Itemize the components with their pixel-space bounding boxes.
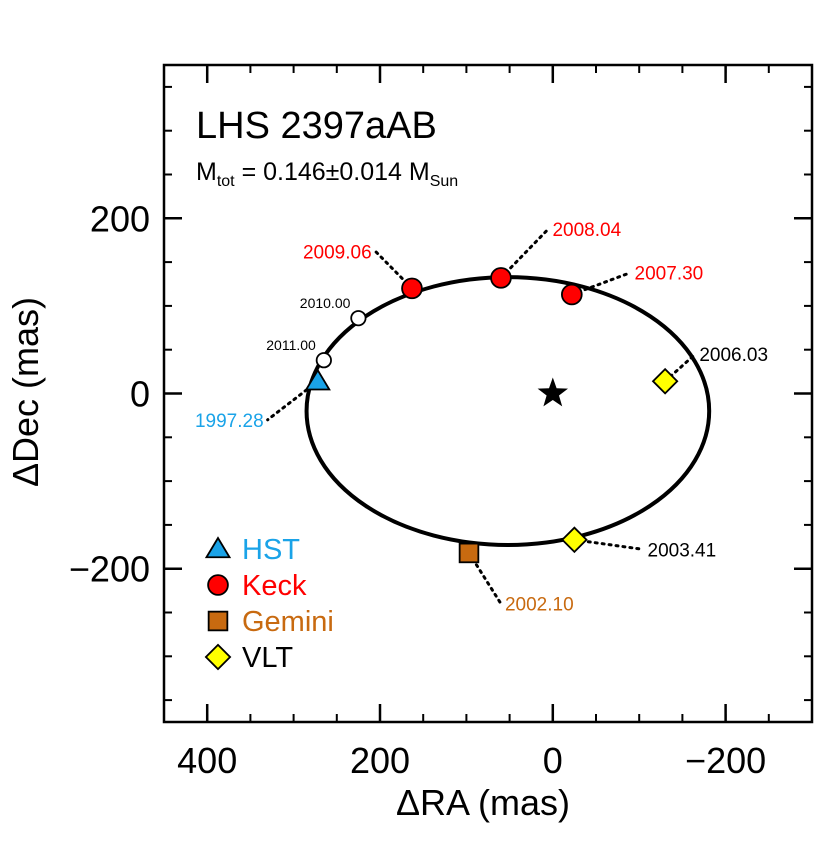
orbit-ellipse <box>304 275 712 547</box>
orbit-layer <box>304 275 712 547</box>
legend-label: Keck <box>242 570 307 602</box>
data-label: 2011.00 <box>266 337 316 353</box>
data-point <box>490 267 512 289</box>
axes-layer: 400 200 0 −200 200 0 −200 <box>69 63 814 781</box>
marks-layer: 1997.28 2002.10 2003.41 2006.03 2007.30 2008.… <box>195 220 768 616</box>
data-point <box>401 277 423 300</box>
subtitle-m: M <box>196 158 217 186</box>
data-label: 2008.04 <box>552 220 621 241</box>
subtitle-eq: = 0.146±0.014 M <box>235 158 430 186</box>
chart-subtitle: Mtot = 0.146±0.014 MSun <box>196 158 458 190</box>
chart-title: LHS 2397aAB <box>196 105 437 147</box>
data-label: 2002.10 <box>505 595 574 616</box>
x-axis-label: ΔRA (mas) <box>396 782 570 823</box>
legend-marker <box>207 574 229 596</box>
legend-marker <box>207 610 229 632</box>
leader-line <box>499 227 550 280</box>
y-tick-label: −200 <box>69 549 150 590</box>
data-point <box>350 310 367 327</box>
x-tick-label: −200 <box>685 740 766 781</box>
legend-marker <box>204 643 232 671</box>
y-axis-label: ΔDec (mas) <box>5 297 46 487</box>
x-tick-label: 0 <box>543 740 563 781</box>
subtitle-tot: tot <box>217 173 235 190</box>
data-point <box>561 526 588 554</box>
data-point <box>315 352 332 369</box>
subtitle-sun: Sun <box>430 173 458 190</box>
data-label: 2003.41 <box>648 540 717 561</box>
x-tick-label: 200 <box>350 740 410 781</box>
y-tick-label: 200 <box>90 198 150 239</box>
data-point <box>458 542 480 564</box>
primary-star-icon <box>537 377 568 407</box>
legend-label: Gemini <box>242 606 334 638</box>
data-point <box>651 367 679 395</box>
data-point <box>561 283 583 306</box>
legend-label: VLT <box>242 642 293 674</box>
legend-label: HST <box>242 534 300 566</box>
leader-line <box>572 538 646 551</box>
data-label: 2006.03 <box>699 345 768 366</box>
y-tick-label: 0 <box>130 374 150 415</box>
x-tick-label: 400 <box>177 740 237 781</box>
legend-marker <box>204 536 232 559</box>
data-label: 2007.30 <box>635 264 704 285</box>
data-label: 1997.28 <box>195 411 264 432</box>
data-label: 2010.00 <box>300 295 351 311</box>
data-point <box>304 368 331 391</box>
data-label: 2009.06 <box>303 243 372 264</box>
